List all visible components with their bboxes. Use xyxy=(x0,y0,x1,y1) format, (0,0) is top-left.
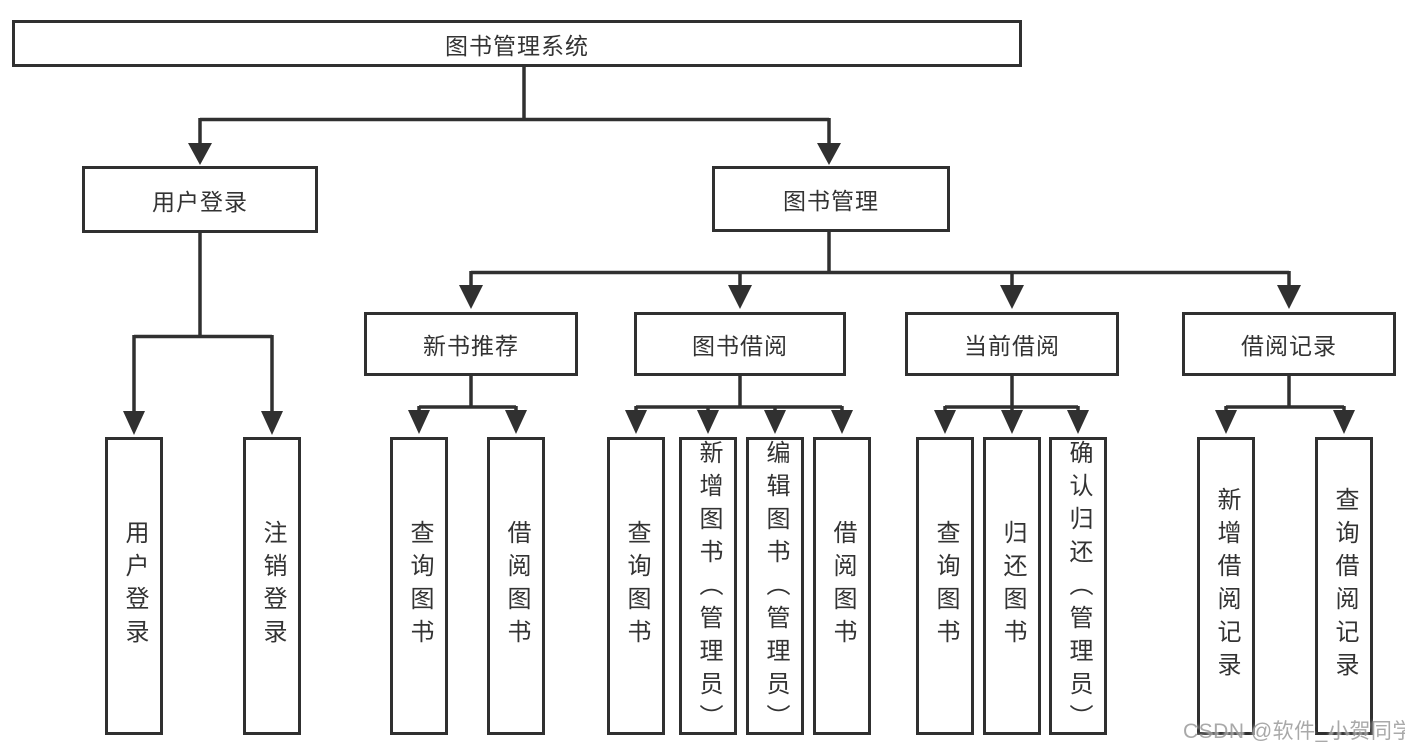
leaf-current-return-book: 归还图书 xyxy=(983,437,1041,735)
node-borrowing-records-label: 借阅记录 xyxy=(1241,333,1337,359)
leaf-login-logout: 注销登录 xyxy=(243,437,301,735)
leaf-current-return-book-label: 归还图书 xyxy=(999,520,1026,652)
leaf-borrowing-add-book-admin-label: 新增图书（管理员） xyxy=(695,440,722,735)
node-root: 图书管理系统 xyxy=(12,20,1022,67)
node-book-borrowing: 图书借阅 xyxy=(634,312,846,376)
leaf-current-query-book-label: 查询图书 xyxy=(932,520,959,652)
leaf-borrowing-borrow-book-label: 借阅图书 xyxy=(829,520,856,652)
leaf-borrowing-query-book: 查询图书 xyxy=(607,437,665,735)
leaf-records-query-record-label: 查询借阅记录 xyxy=(1331,487,1358,685)
csdn-watermark: CSDN @软件_小贺同学 xyxy=(1183,720,1405,743)
node-root-label: 图书管理系统 xyxy=(445,32,589,59)
leaf-login-user-login: 用户登录 xyxy=(105,437,163,735)
leaf-login-logout-label: 注销登录 xyxy=(259,520,286,652)
leaf-borrowing-query-book-label: 查询图书 xyxy=(623,520,650,652)
arrowheads xyxy=(123,143,1355,435)
leaf-records-query-record: 查询借阅记录 xyxy=(1315,437,1373,735)
node-current-borrowing-label: 当前借阅 xyxy=(964,333,1060,359)
leaf-current-confirm-return-admin-label: 确认归还（管理员） xyxy=(1065,440,1092,735)
node-user-login-label: 用户登录 xyxy=(152,188,248,215)
leaf-borrowing-edit-book-admin: 编辑图书（管理员） xyxy=(746,437,804,735)
leaf-recommend-query-book-label: 查询图书 xyxy=(406,520,433,652)
node-new-book-recommendation: 新书推荐 xyxy=(364,312,578,376)
leaf-current-confirm-return-admin: 确认归还（管理员） xyxy=(1049,437,1107,735)
node-book-management-label: 图书管理 xyxy=(783,188,879,214)
leaf-borrowing-add-book-admin: 新增图书（管理员） xyxy=(679,437,737,735)
node-book-management: 图书管理 xyxy=(712,166,950,232)
leaf-records-add-record: 新增借阅记录 xyxy=(1197,437,1255,735)
leaf-borrowing-edit-book-admin-label: 编辑图书（管理员） xyxy=(762,440,789,735)
node-borrowing-records: 借阅记录 xyxy=(1182,312,1396,376)
leaf-recommend-query-book: 查询图书 xyxy=(390,437,448,735)
connector-path xyxy=(132,67,1346,412)
leaf-recommend-borrow-book: 借阅图书 xyxy=(487,437,545,735)
leaf-current-query-book: 查询图书 xyxy=(916,437,974,735)
node-current-borrowing: 当前借阅 xyxy=(905,312,1119,376)
leaf-recommend-borrow-book-label: 借阅图书 xyxy=(503,520,530,652)
node-new-book-recommendation-label: 新书推荐 xyxy=(423,333,519,359)
leaf-records-add-record-label: 新增借阅记录 xyxy=(1213,487,1240,685)
node-user-login: 用户登录 xyxy=(82,166,318,233)
leaf-login-user-login-label: 用户登录 xyxy=(121,520,148,652)
leaf-borrowing-borrow-book: 借阅图书 xyxy=(813,437,871,735)
node-book-borrowing-label: 图书借阅 xyxy=(692,333,788,359)
